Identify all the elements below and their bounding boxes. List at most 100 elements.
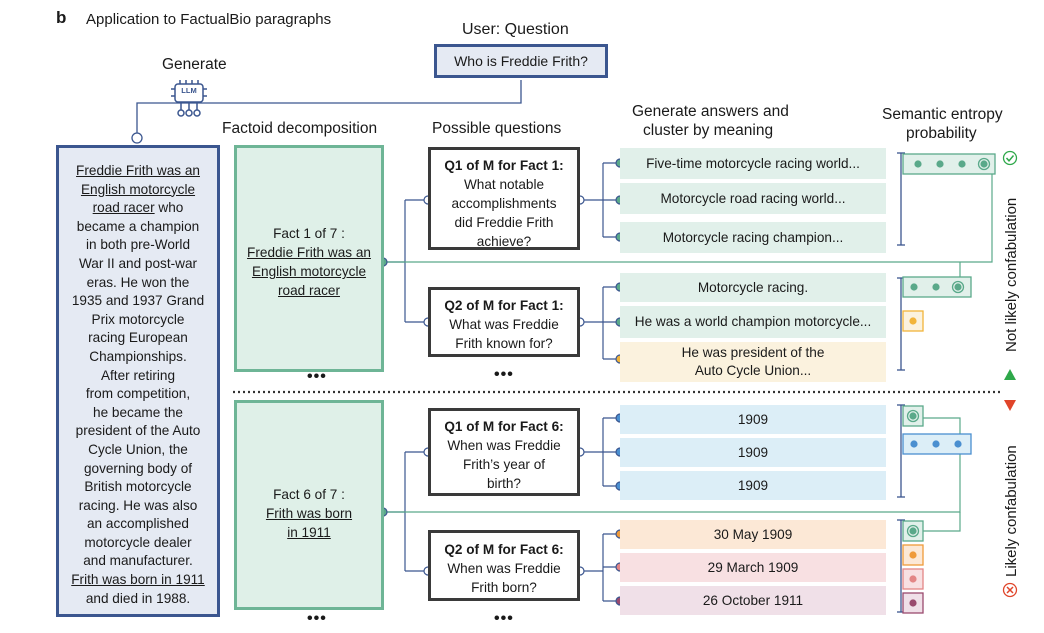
question-f1q2-line: Frith known for?	[455, 336, 553, 351]
header-entropy-line2: probability	[906, 125, 977, 142]
header-answers-line2: cluster by meaning	[643, 122, 774, 139]
paragraph-line: British motorcycle	[84, 479, 192, 495]
questions-f6-ellipsis: •••	[494, 610, 514, 627]
answer-box: Motorcycle road racing world...	[620, 183, 886, 214]
cross-circle-icon	[1002, 582, 1018, 598]
answer-box: 1909	[620, 405, 886, 434]
paragraph-box: Freddie Frith was an English motorcycle …	[56, 145, 220, 617]
user-question-text: Who is Freddie Frith?	[454, 53, 588, 69]
questions-f1-ellipsis: •••	[494, 366, 514, 383]
answer-text: 1909	[737, 477, 769, 493]
paragraph-line: racing. He was also	[78, 497, 198, 513]
answer-box: 1909	[620, 471, 886, 500]
fact-1-title: Fact 1 of 7 :	[273, 226, 345, 241]
fact-6-line: in 1911	[287, 525, 331, 540]
paragraph-line: Frith was born in 1911	[71, 572, 205, 588]
answer-text: He was a world champion motorcycle...	[634, 314, 872, 329]
answer-box: 26 October 1911	[620, 586, 886, 615]
paragraph-line: president of the Auto	[75, 423, 201, 439]
fact-1-line: Freddie Frith was an	[247, 245, 371, 260]
fact-6-line: Frith was born	[265, 506, 353, 521]
answer-text: Motorcycle road racing world...	[660, 190, 846, 206]
answer-text: 30 May 1909	[713, 526, 793, 542]
user-question-box: Who is Freddie Frith?	[434, 44, 608, 78]
paragraph-line: motorcycle dealer	[84, 534, 192, 550]
fact-6-box: Fact 6 of 7 : Frith was born in 1911	[234, 400, 384, 610]
question-f6q2-line: When was Freddie	[447, 561, 561, 576]
question-f6q1-title: Q1 of M for Fact 6:	[444, 419, 564, 434]
llm-chip-icon	[171, 80, 207, 117]
paragraph-line: governing body of	[83, 460, 193, 476]
answer-text: Motorcycle racing.	[697, 279, 809, 295]
likely-confabulation-label: Likely confabulation	[1003, 445, 1020, 577]
paragraph-line: eras. He won the	[86, 274, 190, 290]
question-f1q1-line: achieve?	[476, 234, 532, 249]
paragraph-line: and died in 1988.	[85, 590, 191, 606]
question-f1q2-box: Q2 of M for Fact 1: What was Freddie Fri…	[428, 287, 580, 357]
answer-text: He was president of the	[681, 345, 825, 360]
answer-box: He was a world champion motorcycle...	[620, 306, 886, 338]
question-f6q2-box: Q2 of M for Fact 6: When was Freddie Fri…	[428, 530, 580, 601]
fact-6-ellipsis: •••	[307, 610, 327, 627]
paragraph-line: in both pre-World	[85, 237, 191, 253]
up-triangle-icon	[1004, 369, 1016, 380]
question-f6q1-line: When was Freddie	[447, 438, 561, 453]
paragraph-line: an accomplished	[86, 516, 189, 532]
answer-text: 29 March 1909	[707, 559, 799, 575]
panel-letter: b	[56, 8, 67, 27]
panel-title: Application to FactualBio paragraphs	[86, 11, 332, 28]
question-f1q1-line: accomplishments	[451, 196, 557, 211]
fact-1-ellipsis: •••	[307, 368, 327, 385]
header-questions: Possible questions	[432, 120, 562, 137]
question-f1q1-line: did Freddie Frith	[454, 215, 554, 230]
question-f6q2-title: Q2 of M for Fact 6:	[444, 542, 564, 557]
question-f1q1-box: Q1 of M for Fact 1: What notable accompl…	[428, 147, 580, 250]
question-f6q1-box: Q1 of M for Fact 6: When was Freddie Fri…	[428, 408, 580, 496]
answer-box: 30 May 1909	[620, 520, 886, 549]
paragraph-line: and manufacturer.	[83, 553, 193, 569]
generate-label: Generate	[162, 56, 227, 73]
paragraph-line: After retiring	[100, 367, 176, 383]
llm-label: LLM	[181, 86, 197, 95]
not-likely-confabulation-label: Not likely confabulation	[1003, 197, 1020, 352]
answer-box: Motorcycle racing.	[620, 273, 886, 302]
answer-text: 1909	[737, 411, 769, 427]
answer-box: Motorcycle racing champion...	[620, 222, 886, 253]
header-answers-line1: Generate answers and	[632, 103, 789, 120]
paragraph-line: Prix motorcycle	[91, 311, 185, 327]
header-factoid: Factoid decomposition	[222, 120, 378, 137]
fact-1-line: road racer	[278, 283, 340, 298]
answer-box: Five-time motorcycle racing world...	[620, 148, 886, 179]
question-f1q1-line: What notable	[463, 177, 545, 192]
paragraph-line: Championships.	[89, 348, 187, 364]
fact-6-title: Fact 6 of 7 :	[273, 487, 345, 502]
question-f6q1-line: birth?	[486, 476, 521, 491]
paragraph-line: English motorcycle	[80, 181, 196, 197]
answer-text: Five-time motorcycle racing world...	[646, 155, 860, 171]
paragraph-line: he became the	[93, 404, 183, 420]
paragraph-line: 1935 and 1937 Grand	[71, 293, 205, 309]
user-question-label: User: Question	[462, 21, 569, 38]
check-circle-icon	[1002, 150, 1018, 166]
header-entropy-line1: Semantic entropy	[882, 106, 1003, 123]
answer-box: 1909	[620, 438, 886, 467]
question-f1q1-title: Q1 of M for Fact 1:	[444, 158, 564, 173]
fact-1-line: English motorcycle	[251, 264, 367, 279]
paragraph-line: War II and post-war	[78, 255, 198, 271]
paragraph-line: became a champion	[76, 218, 200, 234]
paragraph-line: racing European	[88, 330, 188, 346]
paragraph-line: from competition,	[85, 386, 191, 402]
question-f1q2-title: Q2 of M for Fact 1:	[444, 298, 564, 313]
paragraph-text: Freddie Frith was an English motorcycle …	[59, 162, 217, 608]
question-f1q2-line: What was Freddie	[449, 317, 559, 332]
paragraph-line: road racer	[92, 200, 155, 216]
answer-text: Motorcycle racing champion...	[662, 229, 844, 245]
paragraph-line: Cycle Union, the	[88, 441, 188, 457]
down-triangle-icon	[1004, 400, 1016, 411]
paragraph-line: Freddie Frith was an	[76, 163, 200, 178]
question-f6q1-line: Frith’s year of	[462, 457, 546, 472]
answer-text: Auto Cycle Union...	[694, 363, 812, 378]
question-f6q2-line: Frith born?	[471, 580, 537, 595]
paragraph-line: who	[154, 200, 184, 216]
answer-box: He was president of the Auto Cycle Union…	[620, 342, 886, 382]
